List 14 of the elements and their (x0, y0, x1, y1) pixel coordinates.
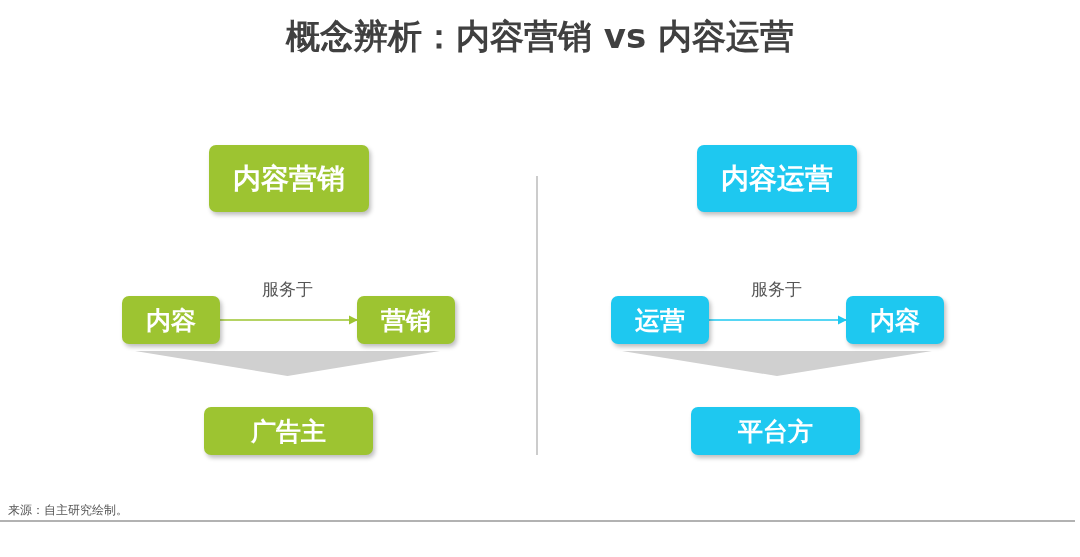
source-note: 来源：自主研究绘制。 (8, 502, 128, 519)
edge-label: 服务于 (261, 278, 313, 301)
label-box: 广告主 (204, 407, 373, 455)
label-box: 内容 (846, 296, 944, 344)
label-box: 平台方 (691, 407, 860, 455)
label-box: 运营 (611, 296, 709, 344)
label-box: 内容营销 (209, 145, 369, 212)
arrow (219, 315, 358, 325)
label-box: 内容运营 (697, 145, 857, 212)
edge-label: 服务于 (750, 278, 802, 301)
label-box: 内容 (122, 296, 220, 344)
title: 概念辨析：内容营销 vs 内容运营 (284, 15, 796, 58)
arrow (708, 315, 847, 325)
label-box: 营销 (357, 296, 455, 344)
